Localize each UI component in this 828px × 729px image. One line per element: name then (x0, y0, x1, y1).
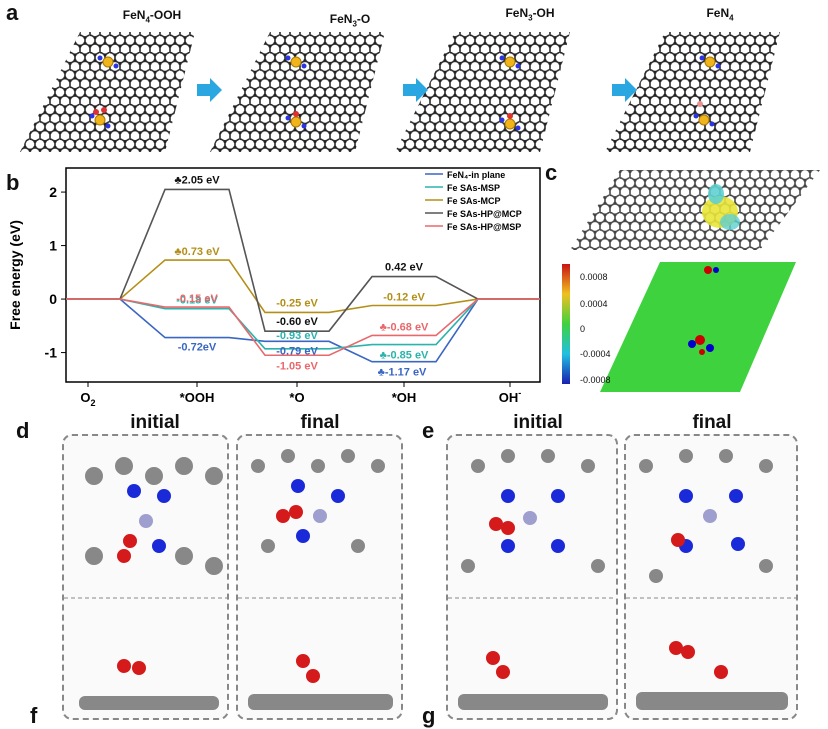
charge-density-panel (562, 170, 820, 392)
panel-e-initial-title: initial (513, 412, 563, 433)
data-label: -0.25 eV (276, 297, 318, 309)
panel-label-d: d (16, 418, 30, 443)
data-label: ♣-0.68 eV (380, 321, 429, 333)
panel-d-initial-title: initial (130, 412, 180, 433)
x-tick-label: OH- (499, 388, 522, 405)
graphene-sheet-2 (210, 32, 385, 152)
graphene-sheet-3 (395, 32, 570, 152)
data-label: -0.18 eV (176, 295, 218, 307)
colorbar-tick-5: -0.0008 (580, 375, 611, 385)
x-tick-label: O2 (80, 390, 95, 408)
colorbar-tick-4: -0.0004 (580, 349, 611, 359)
panel-label-e: e (422, 418, 435, 443)
free-energy-chart: 2 1 0 -1O2 *OOH *O *OH OH- Free energy (eV) -0.72… (7, 167, 541, 408)
structure-title-1: FeN4-OOH (122, 8, 182, 25)
data-label: ♣2.05 eV (174, 174, 220, 186)
legend-entry: Fe SAs-MCP (447, 196, 501, 206)
arrow-icon-1 (197, 78, 222, 102)
data-label: 0.42 eV (385, 262, 424, 274)
y-tick-label: 0 (49, 291, 57, 307)
panel-d-initial-box (62, 434, 229, 720)
panel-e-initial-model (448, 449, 616, 710)
data-label: ♣-0.85 eV (380, 350, 429, 362)
y-axis-label: Free energy (eV) (7, 220, 23, 330)
panel-d-final-box (236, 434, 403, 720)
series-line-4 (66, 298, 540, 357)
colorbar-tick-3: 0 (580, 324, 586, 334)
structure-sequence (20, 32, 780, 152)
panel-label-g: g (422, 703, 436, 728)
legend-entry: FeN₄-in plane (447, 170, 505, 180)
x-tick-label: *OH (392, 390, 417, 405)
charge-isosurface-view (570, 170, 820, 250)
y-tick-label: -1 (45, 345, 58, 361)
panel-label-b: b (6, 170, 20, 195)
legend-entry: Fe SAs-MSP (447, 183, 500, 193)
series-line-2 (66, 259, 540, 314)
data-label: ♣-1.17 eV (378, 367, 427, 379)
panel-d-final-title: final (300, 412, 340, 433)
data-label: -0.60 eV (276, 316, 318, 328)
panel-e-initial-box (446, 434, 618, 720)
graphene-sheet-4 (605, 32, 780, 152)
panel-d-final-model (238, 449, 401, 710)
data-label: -0.12 eV (383, 291, 425, 303)
legend-entry: Fe SAs-HP@MCP (447, 209, 522, 219)
panel-d-initial-model (64, 457, 227, 710)
data-label: -0.93 eV (276, 330, 318, 342)
structure-title-3: FeN3-OH (505, 6, 555, 23)
series-line-0 (66, 298, 540, 363)
panel-label-f: f (30, 703, 38, 728)
series-line-3 (66, 188, 540, 332)
structure-title-4: FeN4 (706, 6, 734, 23)
panel-e-final-box (624, 434, 798, 720)
x-tick-label: *O (289, 390, 304, 405)
y-tick-label: 1 (49, 238, 57, 254)
arrow-icon-2 (403, 78, 428, 102)
panel-label-a: a (6, 0, 19, 25)
x-tick-label: *OOH (180, 390, 215, 405)
plot-frame (65, 167, 541, 383)
legend-entry: Fe SAs-HP@MSP (447, 222, 521, 232)
panel-label-c: c (545, 160, 558, 185)
colorbar-tick-1: 0.0008 (580, 272, 608, 282)
charge-difference-map (600, 262, 796, 392)
panel-e-final-title: final (692, 412, 732, 433)
data-label: -0.72eV (178, 342, 217, 354)
colorbar-tick-2: 0.0004 (580, 299, 608, 309)
data-label: ♣0.73 eV (174, 246, 220, 258)
structure-title-2: FeN3-O (329, 12, 371, 29)
data-label: -1.05 eV (276, 360, 318, 372)
y-tick-label: 2 (49, 184, 57, 200)
data-label: -0.15 eV (176, 293, 218, 305)
panel-e-final-model (626, 449, 796, 710)
arrow-icon-3 (612, 78, 637, 102)
graphene-sheet-1 (20, 32, 195, 152)
colorbar (562, 264, 570, 384)
data-label: -0.79 eV (276, 345, 318, 357)
